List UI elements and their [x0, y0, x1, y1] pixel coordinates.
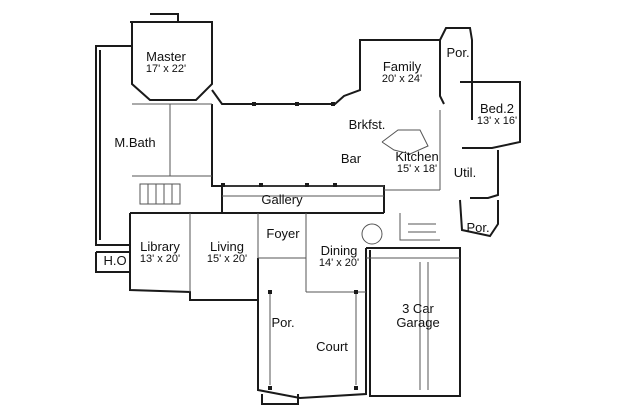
- room-label-master-bath: M.Bath: [110, 136, 160, 150]
- room-name: Brkfst.: [348, 117, 386, 132]
- room-label-porch-top: Por.: [444, 46, 472, 60]
- room-dimensions: 17' x 22': [145, 62, 187, 75]
- room-label-gallery: Gallery: [254, 193, 310, 207]
- room-name: Library: [140, 239, 180, 254]
- room-label-breakfast: Brkfst.: [342, 118, 392, 132]
- room-label-living: Living 15' x 20': [200, 240, 254, 265]
- room-dimensions: 14' x 20': [318, 256, 360, 269]
- room-label-foyer: Foyer: [260, 227, 306, 241]
- room-name: M.Bath: [114, 135, 156, 150]
- room-label-kitchen: Kitchen 15' x 18': [388, 150, 446, 175]
- room-name-line2: Garage: [396, 314, 440, 330]
- room-name: Master: [146, 49, 186, 64]
- room-name: Kitchen: [395, 149, 439, 164]
- room-name: Foyer: [266, 226, 300, 241]
- room-name: Family: [382, 59, 422, 74]
- room-label-garage: 3 Car Garage: [388, 302, 448, 329]
- columns: [221, 102, 358, 390]
- room-label-court: Court: [310, 340, 354, 354]
- room-label-porch-front: Por.: [268, 316, 298, 330]
- room-label-master: Master 17' x 22': [138, 50, 194, 75]
- room-label-library: Library 13' x 20': [134, 240, 186, 265]
- room-name: Por.: [466, 220, 490, 235]
- room-dimensions: 13' x 20': [139, 252, 181, 265]
- room-name: Gallery: [261, 192, 303, 207]
- room-label-bed2: Bed.2 13' x 16': [472, 102, 522, 127]
- room-label-utility: Util.: [448, 166, 482, 180]
- room-name: Bar: [340, 151, 362, 166]
- room-label-porch-right: Por.: [462, 221, 494, 235]
- room-name: Por.: [446, 45, 470, 60]
- room-label-home-office: H.O: [100, 254, 130, 268]
- room-label-dining: Dining 14' x 20': [312, 244, 366, 269]
- room-dimensions: 20' x 24': [381, 72, 423, 85]
- room-dimensions: 13' x 16': [476, 114, 518, 127]
- room-name: Dining: [320, 243, 358, 258]
- room-name: Util.: [453, 165, 477, 180]
- interior-walls: [132, 103, 460, 390]
- room-name: Living: [210, 239, 244, 254]
- room-label-bar: Bar: [336, 152, 366, 166]
- room-name: 3 Car: [402, 301, 434, 316]
- room-dimensions: 15' x 20': [206, 252, 248, 265]
- room-name: Court: [316, 339, 348, 354]
- room-name: Por.: [271, 315, 295, 330]
- room-name: H.O: [103, 253, 127, 268]
- room-name: Bed.2: [480, 101, 514, 116]
- room-dimensions: 15' x 18': [396, 162, 438, 175]
- room-label-family: Family 20' x 24': [374, 60, 430, 85]
